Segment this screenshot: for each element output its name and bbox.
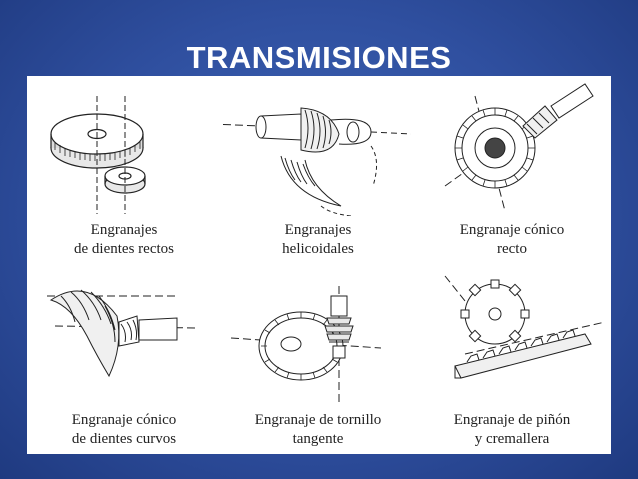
caption-line: Engranajes <box>284 222 352 238</box>
caption-line: Engranaje cónico <box>71 412 177 428</box>
caption-line: Engranajes <box>90 222 158 238</box>
straight-bevel-gear-icon <box>444 83 594 212</box>
caption-line: recto <box>497 241 527 257</box>
caption-spur-gears: Engranajes de dientes rectos <box>27 221 221 259</box>
helical-gear-icon <box>221 107 412 216</box>
caption-line: Engranaje de tornillo <box>254 412 382 428</box>
figure-item-rack-pinion: Engranaje de piñón y cremallera <box>415 266 609 454</box>
caption-line: de dientes rectos <box>74 241 174 257</box>
figure-item-worm-gear: Engranaje de tornillo tangente <box>221 266 415 454</box>
caption-line: tangente <box>292 431 344 447</box>
caption-straight-bevel: Engranaje cónico recto <box>415 221 609 259</box>
caption-line: helicoidales <box>282 241 354 257</box>
gear-types-figure: Engranajes de dientes rectos Engrana <box>27 76 611 454</box>
caption-worm-gear: Engranaje de tornillo tangente <box>221 411 415 449</box>
caption-helical-gears: Engranajes helicoidales <box>221 221 415 259</box>
rack-pinion-icon <box>444 275 606 379</box>
slide-title: TRANSMISIONES <box>186 40 452 75</box>
figure-item-helical-gears: Engranajes helicoidales <box>221 76 415 264</box>
figure-item-straight-bevel: Engranaje cónico recto <box>415 76 609 264</box>
caption-line: y cremallera <box>474 431 550 447</box>
caption-spiral-bevel: Engranaje cónico de dientes curvos <box>27 411 221 449</box>
spur-gear-pair-icon <box>50 96 146 214</box>
figure-item-spiral-bevel: Engranaje cónico de dientes curvos <box>27 266 221 454</box>
worm-gear-icon <box>230 286 382 404</box>
caption-line: Engranaje de piñón <box>453 412 571 428</box>
caption-line: Engranaje cónico <box>459 222 565 238</box>
caption-line: de dientes curvos <box>71 431 177 447</box>
figure-item-spur-gears: Engranajes de dientes rectos <box>27 76 221 264</box>
caption-rack-pinion: Engranaje de piñón y cremallera <box>415 411 609 449</box>
spiral-bevel-gear-icon <box>47 289 198 378</box>
